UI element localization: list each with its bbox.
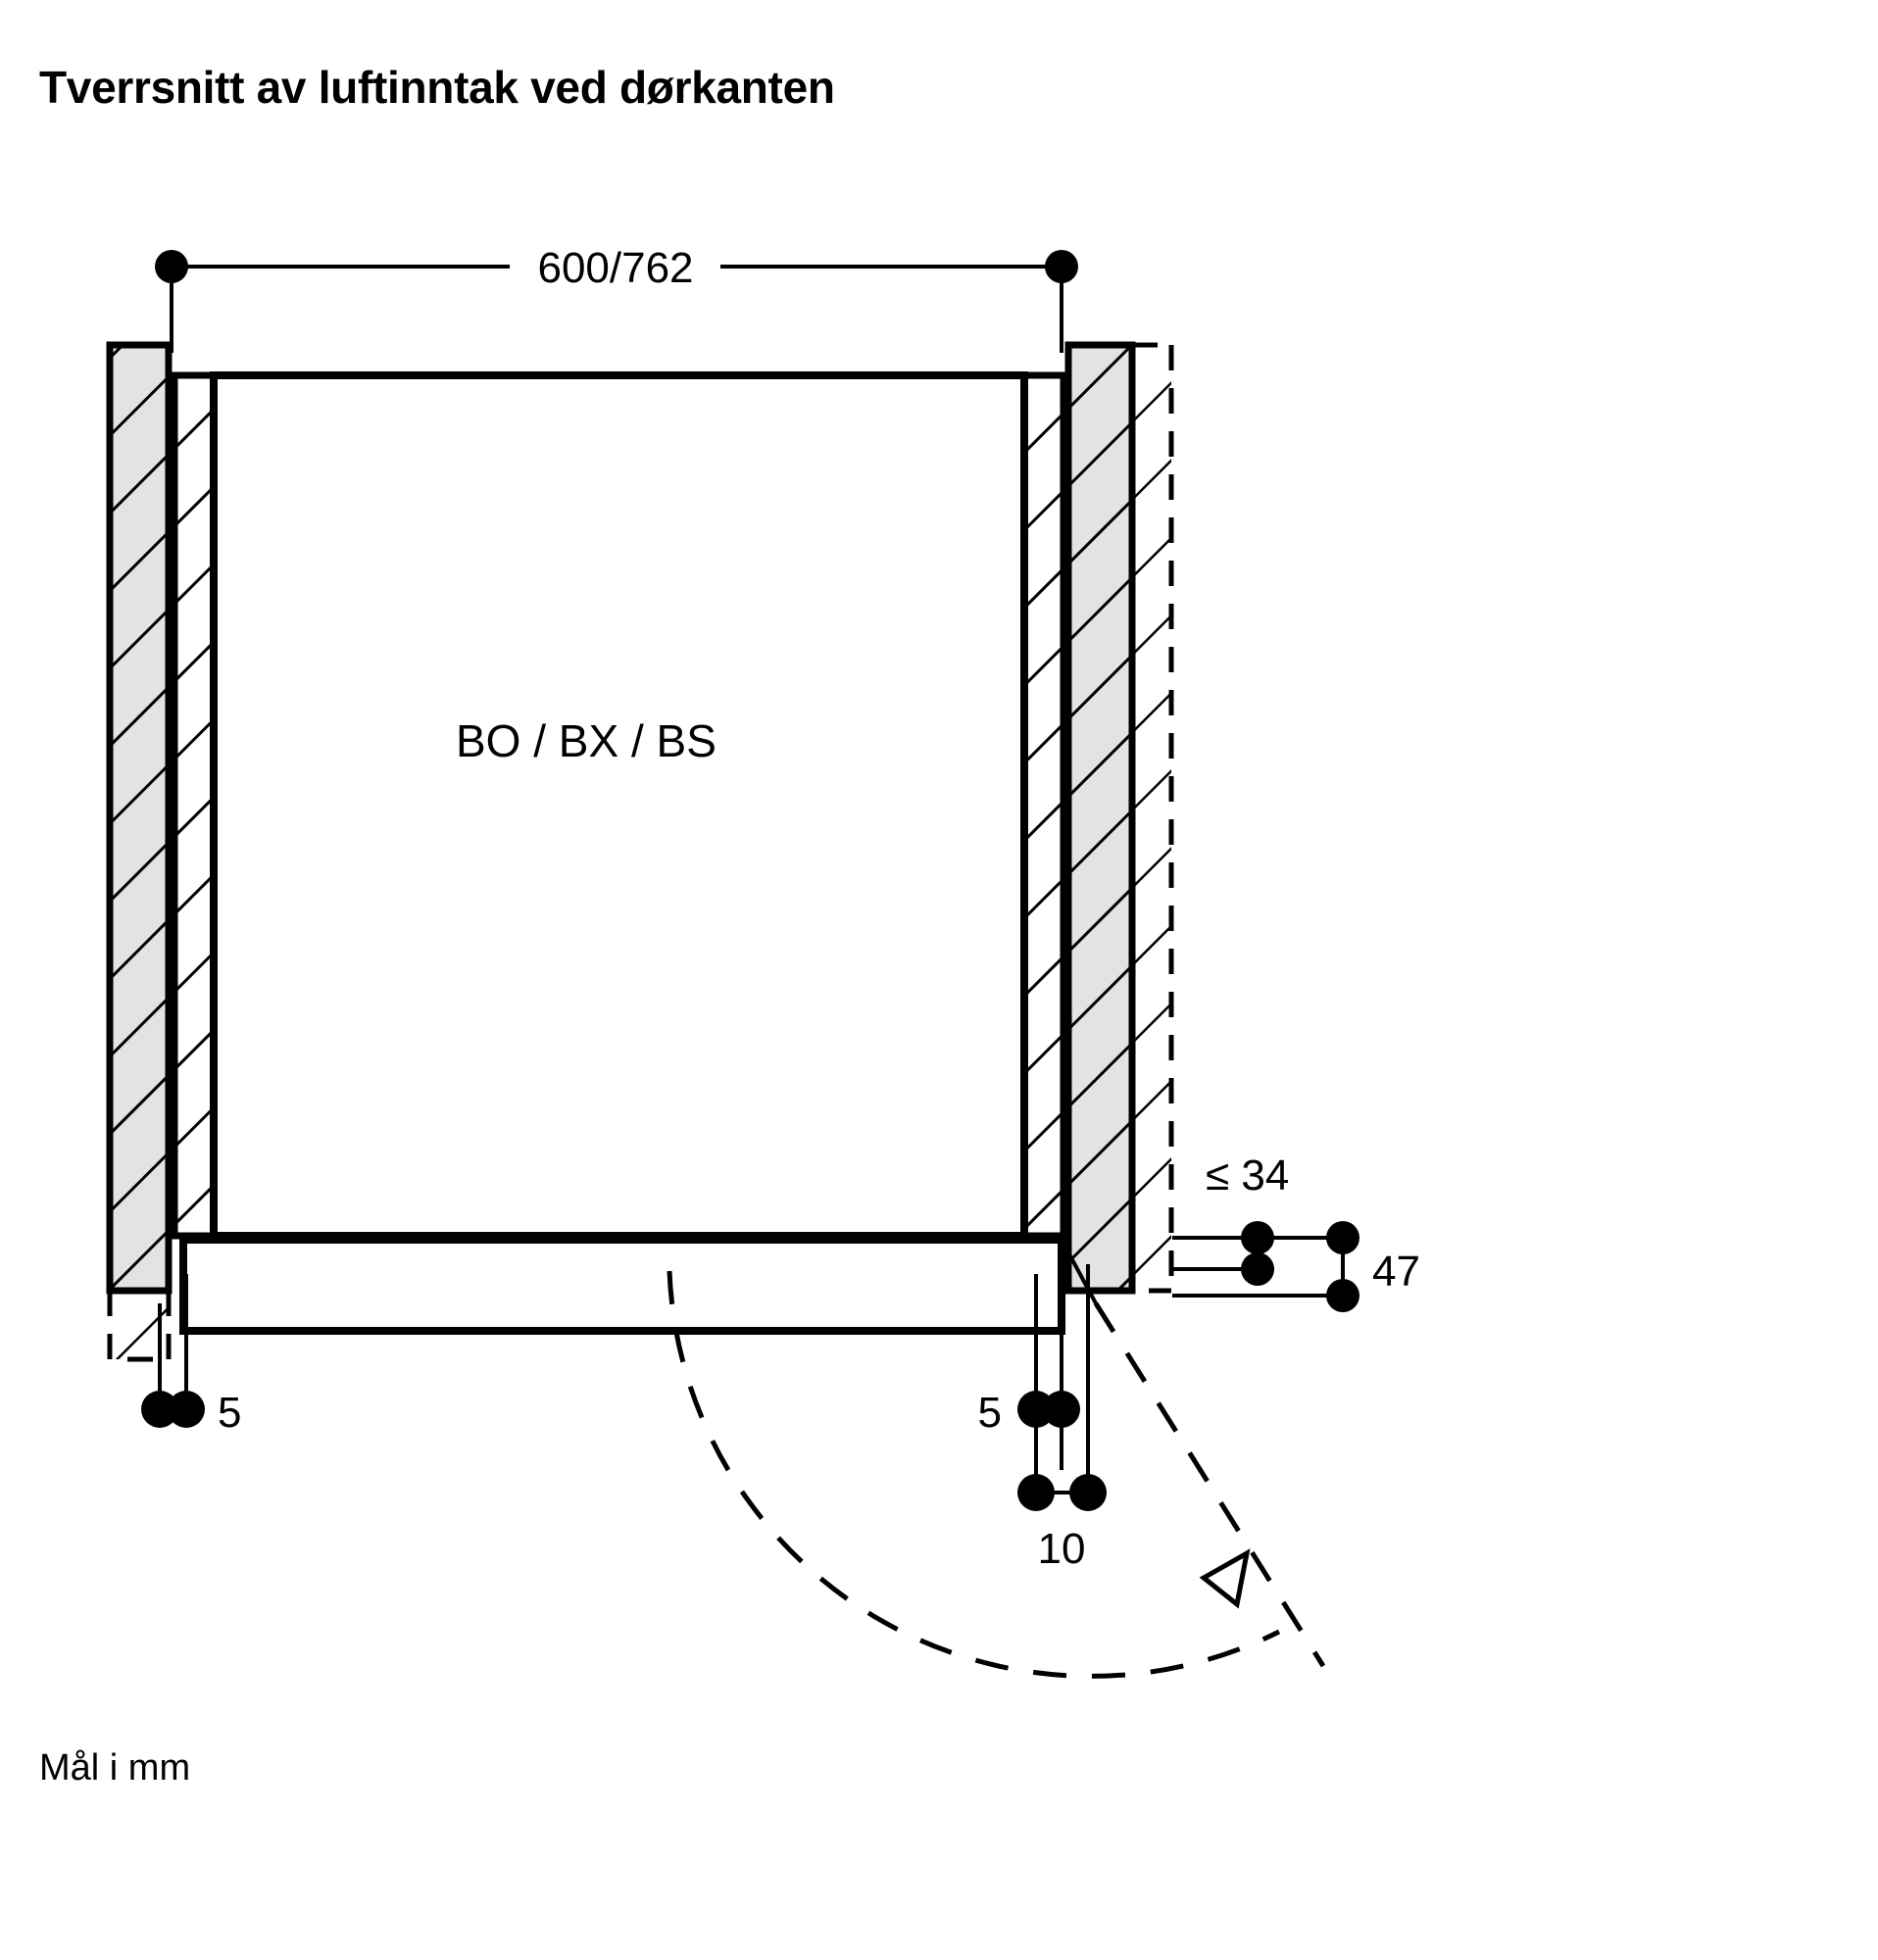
page-title: Tverrsnitt av luftinntak ved dørkanten — [39, 62, 835, 113]
right-liner-strip — [1020, 371, 1067, 1240]
units-note: Mål i mm — [39, 1747, 191, 1788]
dimension-clearance-label: 10 — [1038, 1525, 1086, 1573]
dimension-clearance: 10 — [1017, 1264, 1107, 1573]
door-swing-arc — [667, 1270, 1326, 1679]
dimension-width: 600/762 — [155, 244, 1078, 353]
dimension-gap-right-lower: 5 — [978, 1264, 1080, 1437]
dimension-gap-right: ≤ 34 — [1172, 1152, 1359, 1254]
right-phantom-wall — [1106, 342, 1174, 1294]
dimension-gap-right-lower-label: 5 — [978, 1389, 1002, 1437]
dimension-gap-left-label: 5 — [218, 1389, 241, 1437]
cabinet-interior — [210, 371, 1028, 1240]
dimension-gap-right-label: ≤ 34 — [1206, 1152, 1289, 1200]
dimension-depth-right: 47 — [1172, 1238, 1420, 1312]
cabinet-label: BO / BX / BS — [456, 715, 717, 766]
dimension-depth-right-label: 47 — [1372, 1248, 1420, 1296]
left-wall-block — [106, 341, 173, 1295]
right-wall-block — [1064, 341, 1136, 1295]
door-panel — [179, 1236, 1065, 1335]
dimension-gap-left: 5 — [141, 1274, 241, 1437]
door-swing-arrow-icon — [1199, 1548, 1251, 1609]
left-liner-strip — [171, 371, 218, 1240]
dimension-width-label: 600/762 — [537, 244, 693, 292]
